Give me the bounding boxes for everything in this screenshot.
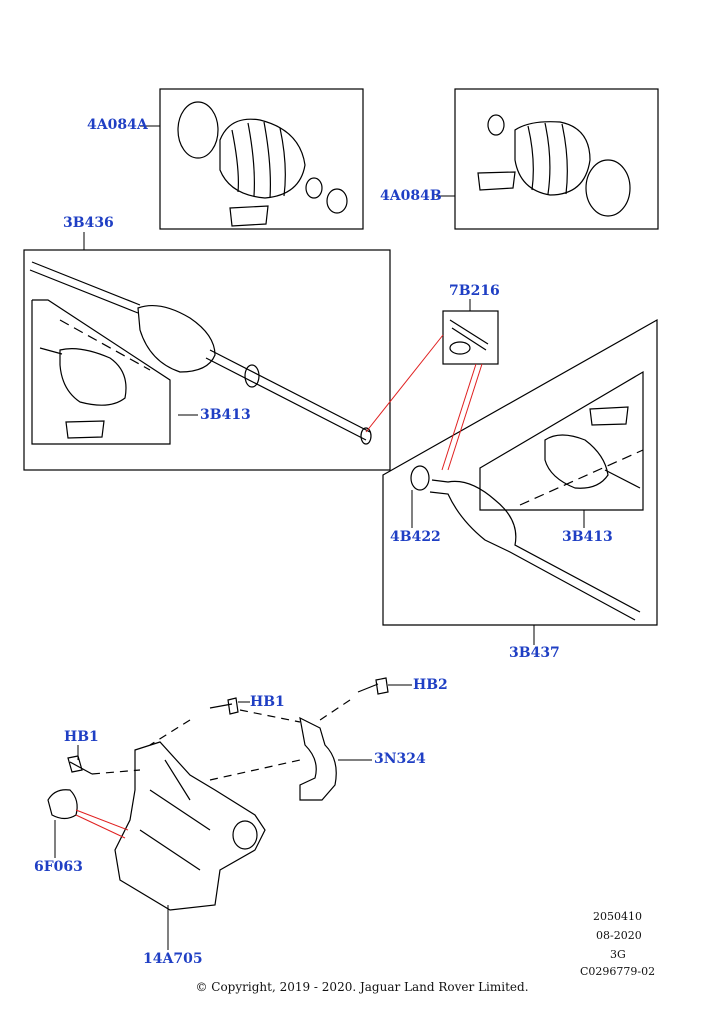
doc-code: C0296779-02 bbox=[580, 965, 656, 978]
clamp-ring-a bbox=[177, 101, 219, 159]
heatshield-3N324 bbox=[299, 716, 337, 801]
bolt-HB2 bbox=[357, 677, 389, 695]
inner-frame-3B413-left bbox=[31, 299, 171, 445]
callout-3N324[interactable]: 3N324 bbox=[374, 751, 426, 767]
clamp-ring-b bbox=[585, 159, 631, 217]
doc-revision: 3G bbox=[610, 948, 626, 961]
frame-7B216 bbox=[442, 310, 499, 365]
doc-date: 08-2020 bbox=[596, 929, 642, 942]
bolt-HB1-left bbox=[67, 755, 93, 775]
grease-pack-a bbox=[229, 205, 269, 227]
callout-4B422[interactable]: 4B422 bbox=[390, 529, 441, 545]
callout-3B437[interactable]: 3B437 bbox=[509, 645, 560, 661]
frame-4A084B bbox=[454, 88, 659, 230]
inner-frame-3B413-right bbox=[479, 370, 644, 511]
copyright-notice: © Copyright, 2019 - 2020. Jaguar Land Ro… bbox=[195, 980, 529, 994]
frame-3B437 bbox=[382, 318, 658, 626]
dash-right bbox=[519, 449, 644, 506]
boot-b bbox=[514, 121, 591, 196]
frame-3B436 bbox=[23, 249, 391, 471]
callout-4A084B[interactable]: 4A084B bbox=[380, 188, 442, 204]
dash-left bbox=[59, 319, 151, 371]
callout-14A705[interactable]: 14A705 bbox=[143, 951, 203, 967]
circlip-a bbox=[326, 188, 348, 214]
callout-HB1-left[interactable]: HB1 bbox=[64, 729, 99, 745]
boot-a bbox=[219, 118, 306, 199]
bolt-HB1-top bbox=[209, 697, 239, 715]
frame-4A084A bbox=[159, 88, 364, 230]
grease-pack-b bbox=[477, 171, 516, 191]
doc-number: 2050410 bbox=[593, 910, 642, 923]
shaft-3B436 bbox=[29, 261, 141, 314]
callout-7B216[interactable]: 7B216 bbox=[449, 283, 500, 299]
callout-3B413-right[interactable]: 3B413 bbox=[562, 529, 613, 545]
callout-6F063[interactable]: 6F063 bbox=[34, 859, 83, 875]
bushing-6F063 bbox=[47, 789, 78, 820]
grease-pack-right bbox=[589, 406, 629, 426]
callout-3B436[interactable]: 3B436 bbox=[63, 215, 114, 231]
callout-4A084A[interactable]: 4A084A bbox=[87, 117, 148, 133]
callout-3B413-left[interactable]: 3B413 bbox=[200, 407, 251, 423]
small-clamp-b bbox=[487, 114, 505, 136]
small-clamp-a bbox=[305, 177, 323, 199]
callout-HB1-top[interactable]: HB1 bbox=[250, 694, 285, 710]
bracket-14A705 bbox=[114, 741, 266, 911]
circlip-4B422 bbox=[410, 465, 430, 491]
callout-HB2[interactable]: HB2 bbox=[413, 677, 448, 693]
shaft-3B437 bbox=[429, 479, 641, 621]
grease-pack-left bbox=[65, 420, 105, 439]
